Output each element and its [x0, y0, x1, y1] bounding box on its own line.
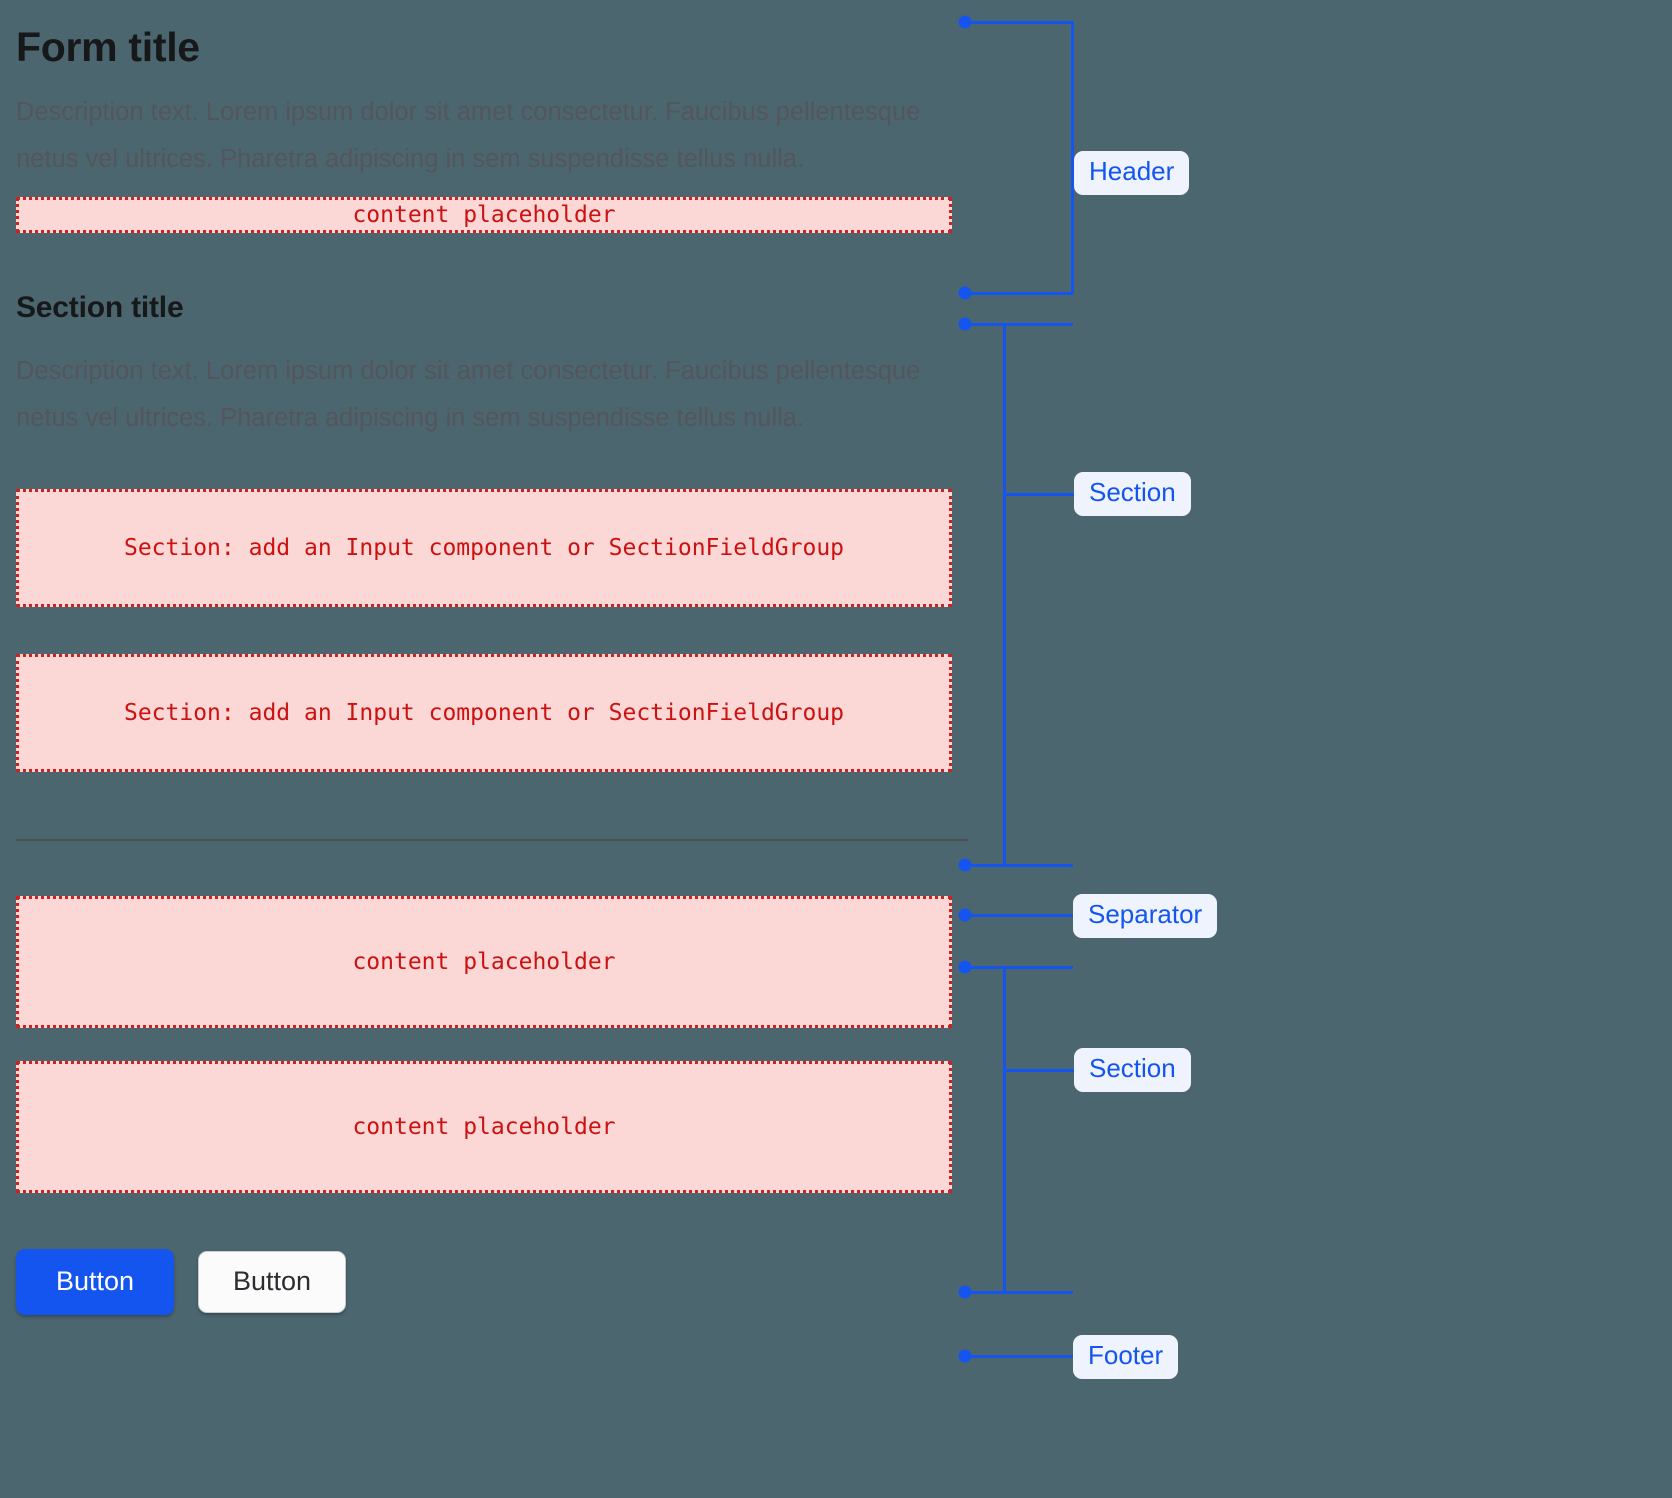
- annotation-bracket: [1071, 21, 1074, 293]
- page-title: Form title: [16, 24, 200, 70]
- form-container: Form title Description text. Lorem ipsum…: [16, 0, 1016, 1498]
- annotation-label-separator[interactable]: Separator: [1073, 894, 1218, 938]
- form-section-one: Section title Description text. Lorem ip…: [16, 291, 1016, 772]
- header-description: Description text. Lorem ipsum dolor sit …: [16, 98, 921, 174]
- section-field-placeholder: Section: add an Input component or Secti…: [16, 653, 952, 772]
- header-content-placeholder: content placeholder: [16, 197, 952, 234]
- section-field-placeholder: Section: add an Input component or Secti…: [16, 488, 952, 607]
- section-description: Description text. Lorem ipsum dolor sit …: [16, 356, 921, 432]
- form-section-two: content placeholder content placeholder: [16, 895, 1016, 1193]
- annotation-label-header[interactable]: Header: [1074, 151, 1190, 195]
- section-title: Section title: [16, 291, 184, 325]
- annotation-label-footer[interactable]: Footer: [1073, 1335, 1179, 1379]
- section-content-placeholder: content placeholder: [16, 1060, 952, 1193]
- annotation-label-section[interactable]: Section: [1074, 1048, 1191, 1092]
- section-content-placeholder: content placeholder: [16, 895, 952, 1028]
- separator: [16, 838, 968, 841]
- primary-button[interactable]: Button: [16, 1248, 174, 1315]
- secondary-button[interactable]: Button: [198, 1250, 346, 1313]
- annotation-label-section[interactable]: Section: [1074, 472, 1191, 516]
- form-header: Form title Description text. Lorem ipsum…: [16, 24, 1016, 234]
- form-footer: Button Button: [16, 1248, 1016, 1315]
